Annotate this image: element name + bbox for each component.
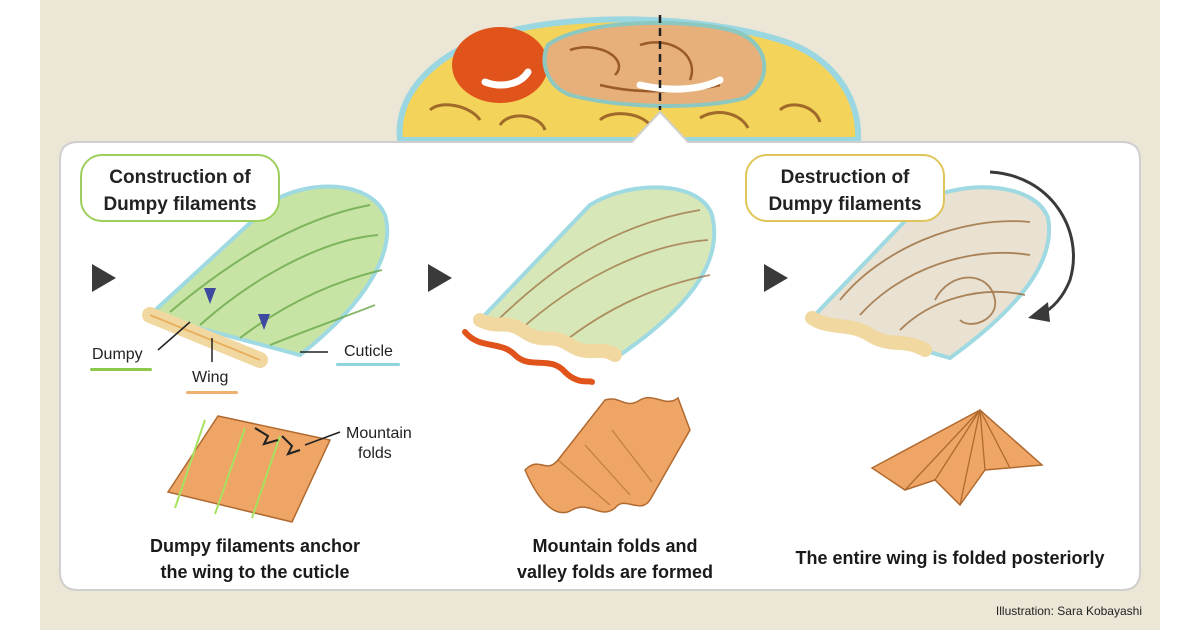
- pupa-cross-section: [396, 15, 862, 143]
- caption-stage-1: Dumpy filaments anchor the wing to the c…: [115, 533, 395, 585]
- pleated-wing-sheet: [524, 396, 691, 514]
- arrowhead-icon: [204, 288, 216, 304]
- curved-arrow-icon: [1028, 302, 1050, 322]
- folded-wing-sheet: [870, 409, 1044, 507]
- construction-title-line1: Construction of: [109, 167, 251, 188]
- flat-wing-sheet: [166, 415, 341, 523]
- dumpy-label: Dumpy: [92, 346, 143, 363]
- caption-2-line-2: valley folds are formed: [516, 562, 714, 582]
- mountain-folds-line2: folds: [358, 445, 392, 462]
- play-arrow-icon: [764, 264, 788, 292]
- caption-1-line-2: the wing to the cuticle: [160, 562, 350, 582]
- dumpy-legend-line: [90, 368, 152, 371]
- wing-stage-3: [805, 170, 1075, 361]
- caption-3-line-1: The entire wing is folded posteriorly: [795, 548, 1105, 568]
- caption-stage-3: The entire wing is folded posteriorly: [775, 545, 1125, 571]
- caption-stage-2: Mountain folds and valley folds are form…: [480, 533, 750, 585]
- wing-stage-1: [142, 184, 390, 368]
- caption-1-line-1: Dumpy filaments anchor: [149, 536, 361, 556]
- curved-arrow-icon: [989, 170, 1075, 317]
- wing-stage-2: [462, 185, 717, 385]
- destruction-title-line1: Destruction of: [780, 167, 910, 188]
- illustration-credit: Illustration: Sara Kobayashi: [995, 604, 1142, 618]
- construction-title-box: Construction of Dumpy filaments: [80, 154, 280, 222]
- mountain-folds-line1: Mountain: [346, 425, 412, 442]
- cuticle-label: Cuticle: [344, 343, 393, 360]
- degraded-dumpy-strand: [462, 329, 595, 385]
- construction-title-line2: Dumpy filaments: [103, 194, 257, 215]
- wing-legend-line: [186, 391, 238, 394]
- play-arrow-icon: [428, 264, 452, 292]
- arrowhead-icon: [258, 314, 270, 330]
- destruction-title-box: Destruction of Dumpy filaments: [745, 154, 945, 222]
- cuticle-legend-line: [336, 363, 400, 366]
- destruction-title-line2: Dumpy filaments: [768, 194, 922, 215]
- wing-label: Wing: [192, 369, 229, 386]
- mountain-folds-label: Mountain folds: [346, 424, 412, 464]
- caption-2-line-1: Mountain folds and: [532, 536, 698, 556]
- play-arrow-icon: [92, 264, 116, 292]
